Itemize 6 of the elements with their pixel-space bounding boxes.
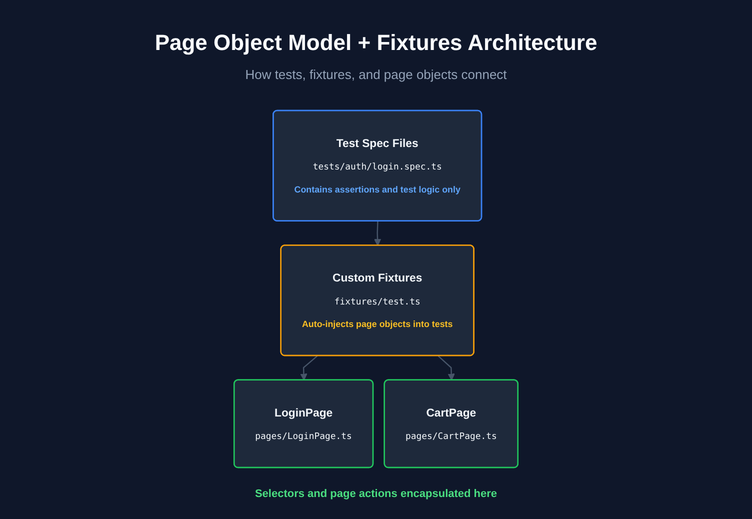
diagram-title: Page Object Model + Fixtures Architecture: [154, 30, 598, 56]
arrow: [300, 355, 318, 381]
arrow: [374, 221, 382, 246]
subtitle: How tests, fixtures, and page objects connect: [245, 67, 507, 82]
note-text: Selectors and page actions encapsulated here: [254, 488, 498, 500]
arrow: [438, 356, 455, 381]
